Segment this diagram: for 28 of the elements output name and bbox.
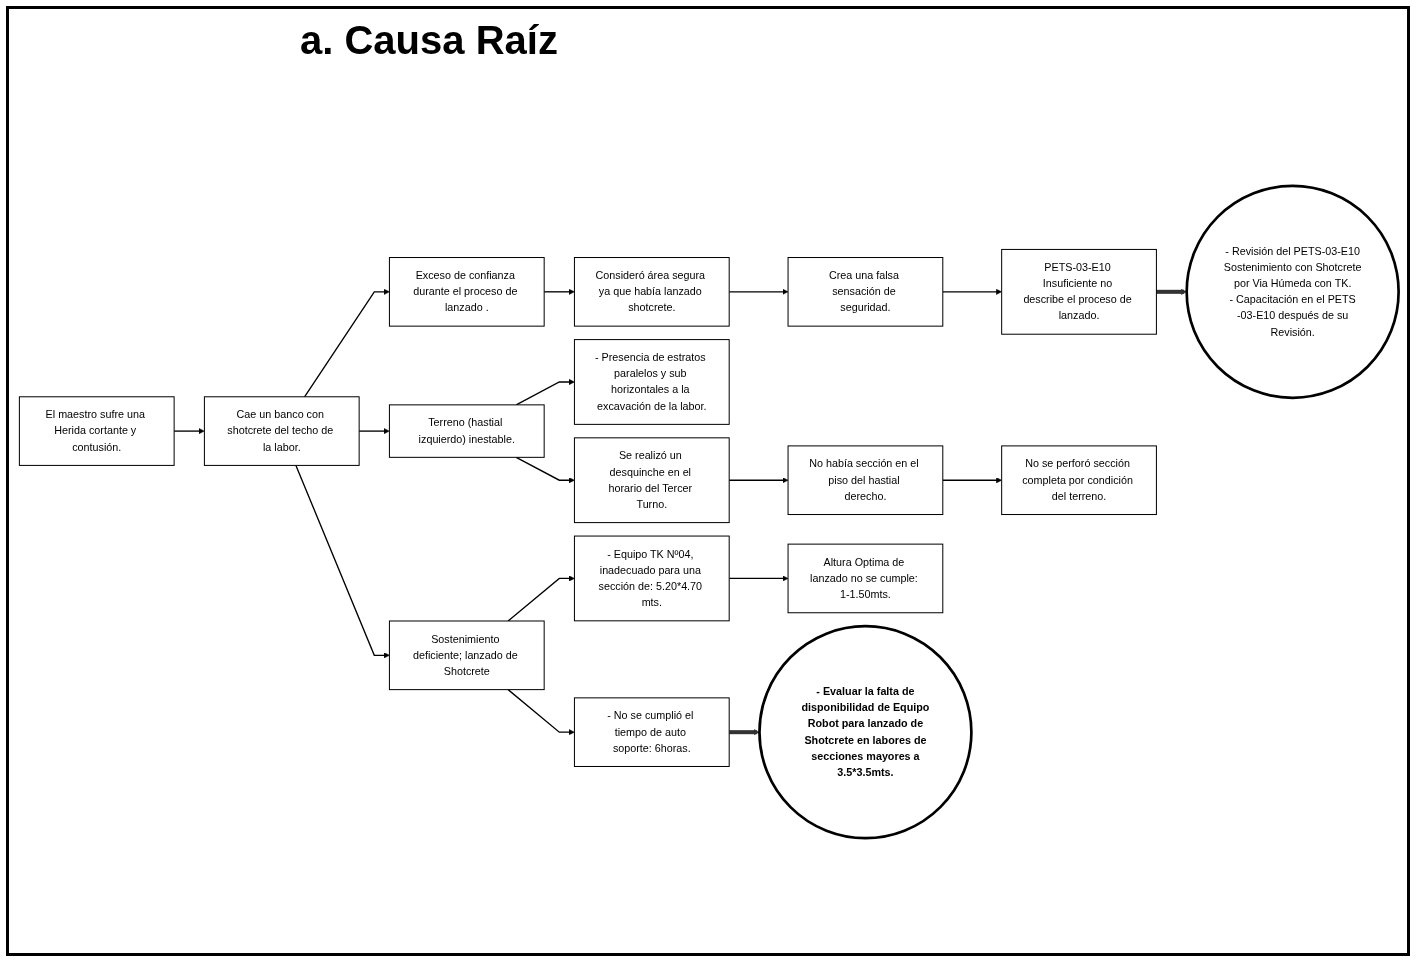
node-box: Crea una falsa sensación de seguridad. — [787, 257, 944, 327]
arrow — [295, 464, 390, 659]
node-box: Terreno (hastial izquierdo) inestable. — [388, 404, 545, 458]
node-box: Altura Optima de lanzado no se cumple: 1-1.50mts. — [787, 543, 944, 614]
arrow — [942, 477, 1002, 484]
node-box: Cae un banco con shotcrete del techo de la labor. — [203, 396, 360, 466]
arrow — [507, 575, 575, 622]
node-circle: - Evaluar la falta de disponibilidad de Equipo Robot para lanzado de Shotcrete en labores de secciones mayores a 3.5*3.5mts. — [758, 624, 973, 840]
arrow — [507, 688, 575, 736]
title: a. Causa Raíz — [300, 18, 558, 63]
arrow — [303, 288, 390, 398]
arrow — [1156, 288, 1187, 295]
node-circle: - Revisión del PETS-03-E10 Sostenimiento con Shotcrete por Via Húmeda con TK. - Capacitación en el PETS -03-E10 después de su Revisión. — [1185, 184, 1400, 400]
arrow — [942, 288, 1002, 295]
node-box: No se perforó sección completa por condición del terreno. — [1001, 445, 1157, 516]
arrow — [515, 379, 575, 406]
arrow — [515, 456, 575, 484]
node-box: PETS-03-E10 Insuficiente no describe el proceso de lanzado. — [1001, 248, 1157, 335]
node-box: No había sección en el piso del hastial derecho. — [787, 445, 944, 516]
node-box: El maestro sufre una Herida cortante y contusión. — [18, 396, 175, 466]
node-box: - Presencia de estratos paralelos y sub horizontales a la excavación de la labor. — [573, 339, 730, 425]
node-box: - No se cumplió el tiempo de auto soporte: 6horas. — [573, 697, 730, 767]
node-box: Consideró área segura ya que había lanzado shotcrete. — [573, 257, 730, 327]
node-box: Sostenimiento deficiente; lanzado de Shotcrete — [388, 620, 545, 691]
node-box: - Equipo TK Nº04, inadecuado para una sección de: 5.20*4.70 mts. — [573, 535, 730, 622]
node-box: Exceso de confianza durante el proceso de lanzado . — [388, 257, 545, 327]
arrow — [729, 729, 760, 736]
node-box: Se realizó un desquinche en el horario del Tercer Turno. — [573, 437, 730, 524]
